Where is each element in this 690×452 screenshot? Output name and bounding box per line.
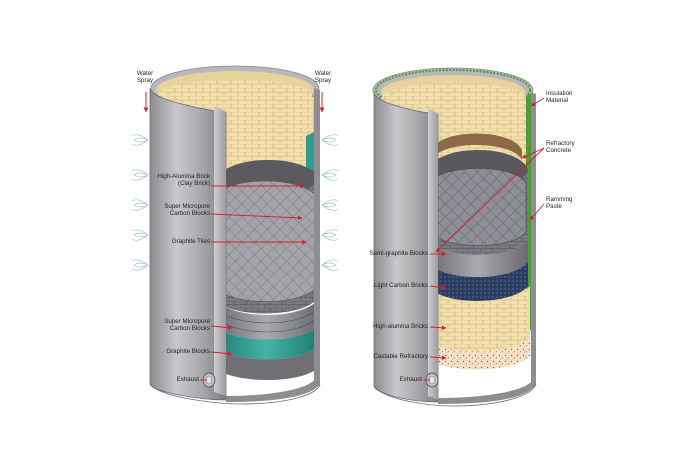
right-graphite-floor [429,168,527,246]
label-insulation-material: Insulation Material [546,90,573,105]
left-graphite-tiles [215,180,317,302]
left-label-arrows [200,183,307,381]
label-graphite-tiles: Graphite Tiles [171,238,210,245]
label-exhaust-right: Exhaust [399,376,422,383]
label-graphite-blocks: Graphite Blocks [166,348,210,355]
right-high-alumina-band [424,286,530,352]
water-spray-label-right: Water Spray [314,70,332,85]
label-ramming-paste: Ramming Paste [546,196,573,211]
right-refractory-concrete [432,133,522,160]
left-graphite-blocks-band [214,326,318,360]
label-castable-refractory: Castable Refractory [373,353,428,360]
label-super-micropore-lower: Super Micropore Carbon Blocks [164,318,210,333]
label-exhaust-left: Exhaust [176,376,199,383]
label-light-carbon-bricks: Light Carbon Bricks [374,282,428,289]
label-high-alumina-brick: High-Alumina Brick (Clay Brick) [157,173,210,188]
label-high-alumina-bricks: High-alumina Bricks [372,323,428,330]
right-furnace [372,67,537,407]
right-label-arrows [424,97,545,381]
water-spray-label-left: Water Spray [136,70,154,85]
left-water-spray-arcs [131,134,149,271]
label-refractory-concrete: Refractory Concrete [546,140,575,155]
label-semi-graphite-blocks: Semi-graphite Blocks [369,250,428,257]
right-water-spray-arcs [321,134,339,271]
label-super-micropore-upper: Super Micropore Carbon Blocks [164,203,210,218]
right-light-carbon-band [428,262,528,301]
left-bottom-cavity [214,346,318,380]
right-castable-refractory [424,338,530,370]
